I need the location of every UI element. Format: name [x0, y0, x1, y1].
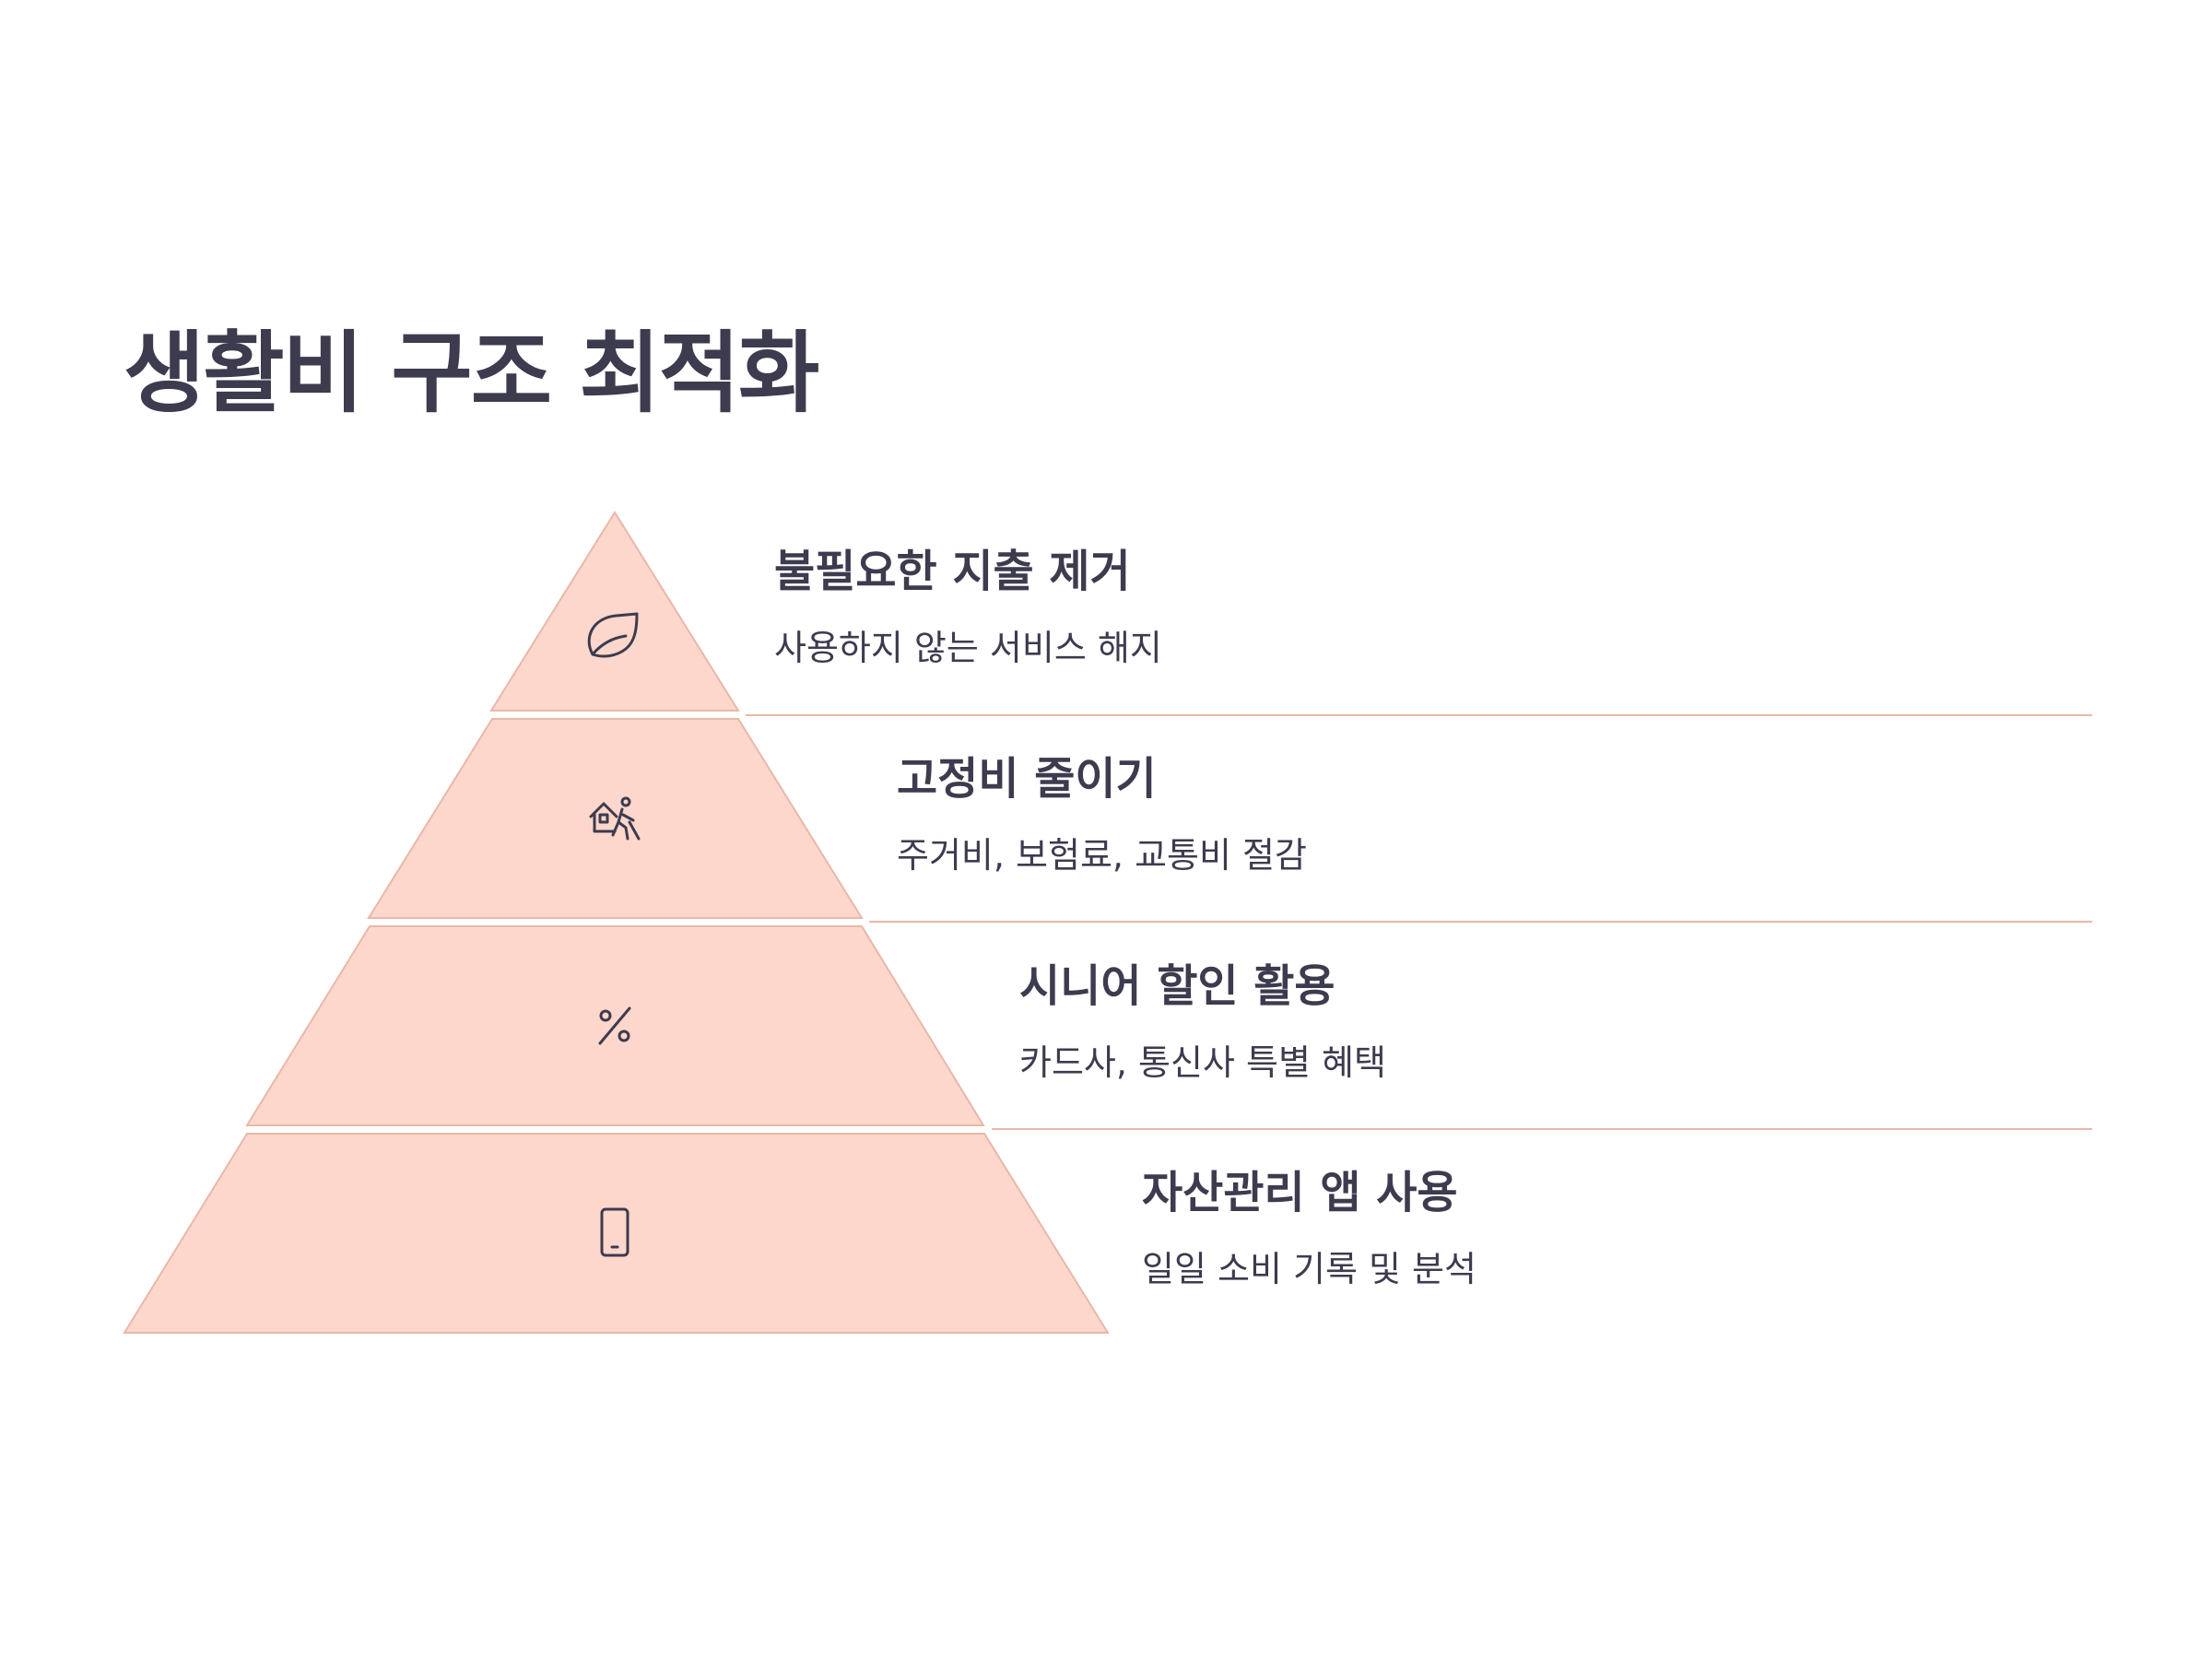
level-1-description: 사용하지 않는 서비스 해지 — [774, 628, 1162, 668]
percent-icon — [598, 1006, 631, 1045]
level-4-title: 자산관리 앱 사용 — [1142, 1167, 1458, 1218]
pyramid-segment-1 — [489, 511, 740, 712]
level-1-text: 불필요한 지출 제거 사용하지 않는 서비스 해지 — [774, 544, 1162, 671]
level-3-text: 시니어 할인 활용 카드사, 통신사 특별 혜택 — [1019, 959, 1386, 1086]
pyramid-segment-2 — [367, 718, 864, 919]
level-4-description: 일일 소비 기록 및 분석 — [1142, 1249, 1477, 1289]
leaf-icon — [587, 612, 639, 658]
level-4-text: 자산관리 앱 사용 일일 소비 기록 및 분석 — [1142, 1165, 1477, 1292]
level-3-title: 시니어 할인 활용 — [1019, 960, 1335, 1012]
level-2-description: 주거비, 보험료, 교통비 절감 — [897, 835, 1307, 876]
level-2-text: 고정비 줄이기 주거비, 보험료, 교통비 절감 — [897, 751, 1307, 878]
smartphone-icon — [600, 1207, 629, 1257]
level-1-title: 불필요한 지출 제거 — [774, 546, 1131, 597]
house-person-icon — [589, 796, 641, 841]
level-3-description: 카드사, 통신사 특별 혜택 — [1019, 1042, 1386, 1083]
level-2-title: 고정비 줄이기 — [897, 753, 1157, 805]
page-title: 생활비 구조 최적화 — [124, 322, 819, 425]
pyramid-segment-4 — [123, 1133, 1110, 1334]
